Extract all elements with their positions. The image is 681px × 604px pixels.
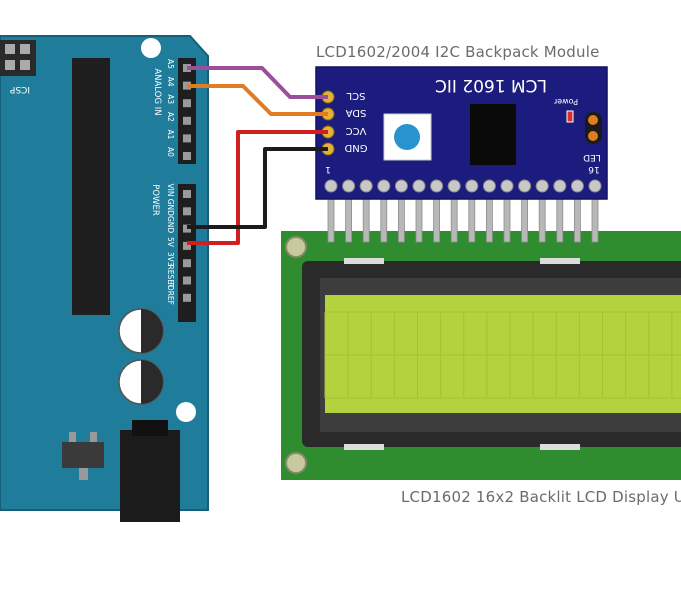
power-header	[178, 184, 196, 322]
power-pin-label: GND	[166, 199, 175, 216]
power-pin-label: RESET	[166, 264, 175, 288]
i2c-pin-label: SDA	[345, 107, 366, 118]
icsp-header	[0, 40, 36, 76]
header-pin	[183, 152, 191, 160]
header-pin	[183, 276, 191, 285]
mounting-hole	[285, 452, 307, 474]
header-pin	[183, 190, 191, 198]
backpack-module-caption: LCD1602/2004 I2C Backpack Module	[316, 43, 600, 61]
solder-pad	[518, 179, 532, 193]
i2c-pin-label: VCC	[346, 125, 367, 136]
solder-pad	[500, 179, 514, 193]
power-pin-label: IOREF	[166, 283, 175, 305]
mounting-hole	[141, 38, 161, 58]
header-pin	[183, 259, 191, 268]
analog-pin-label: A3	[166, 94, 175, 104]
header-pin	[183, 99, 191, 108]
solder-pad	[570, 179, 584, 193]
solder-pad	[342, 179, 356, 193]
pin-index-first: 1	[325, 164, 331, 174]
header-pin	[183, 293, 191, 302]
solder-pad	[377, 179, 391, 193]
solder-pad	[553, 179, 567, 193]
gnd-wire	[187, 147, 328, 229]
header-pin	[183, 134, 191, 143]
dc-power-jack	[120, 420, 180, 522]
wires	[187, 66, 328, 245]
power-pin-label: VIN	[166, 184, 175, 197]
power-pin-label: GND	[166, 216, 175, 233]
header-pin	[183, 207, 191, 216]
analog-pin-label: A0	[166, 147, 175, 157]
analog-pin-label: A4	[166, 77, 175, 87]
i2c-backpack-board: LCM 1602 IIC Power LED 16 1 SCL SDA VCC GND	[315, 66, 608, 200]
solder-pad	[324, 179, 338, 193]
lcd-screen	[325, 295, 681, 413]
solder-pad	[430, 179, 444, 193]
solder-pad	[535, 179, 549, 193]
solder-pad	[482, 179, 496, 193]
solder-pad	[359, 179, 373, 193]
sda-wire	[187, 84, 328, 116]
power-pin-label: 3V3	[166, 252, 175, 267]
header-pin	[183, 116, 191, 125]
header-pin	[183, 241, 191, 250]
voltage-regulator	[62, 432, 104, 480]
lcd-display-caption: LCD1602 16x2 Backlit LCD Display U	[401, 488, 681, 506]
capacitor	[118, 359, 164, 405]
backpack-model-text: LCM 1602 IIC	[435, 75, 547, 95]
power-header-label: POWER	[150, 184, 160, 216]
pin-index-last: 16	[588, 164, 600, 174]
solder-pad	[394, 179, 408, 193]
i2c-pin-label: GND	[344, 142, 367, 153]
analog-pin-label: A1	[166, 129, 175, 139]
lcd-character-grid	[324, 311, 681, 399]
mounting-hole	[176, 402, 196, 422]
analog-pin-label: A2	[166, 112, 175, 122]
power-led	[566, 110, 574, 123]
analog-header	[178, 58, 196, 164]
scl-wire	[187, 66, 328, 99]
microcontroller-chip	[72, 58, 110, 315]
mounting-hole	[285, 236, 307, 258]
potentiometer	[383, 113, 432, 161]
solder-pad	[447, 179, 461, 193]
vcc-wire	[187, 130, 328, 245]
power-led-label: Power	[553, 97, 578, 106]
icsp-label: ICSP	[9, 84, 30, 94]
analog-header-label: ANALOG IN	[152, 68, 162, 115]
lcd-header-pins	[327, 179, 599, 243]
i2c-pin-label: SCL	[346, 90, 365, 101]
i2c-chip	[470, 104, 516, 165]
analog-pin-label: A5	[166, 59, 175, 69]
led-jumper-label: LED	[583, 152, 601, 162]
solder-pad	[465, 179, 479, 193]
solder-pad	[588, 179, 602, 193]
power-pin-label: 5V	[166, 237, 175, 248]
capacitor	[118, 308, 164, 354]
lcd-module	[281, 231, 681, 480]
solder-pad	[412, 179, 426, 193]
led-jumper	[585, 112, 602, 144]
